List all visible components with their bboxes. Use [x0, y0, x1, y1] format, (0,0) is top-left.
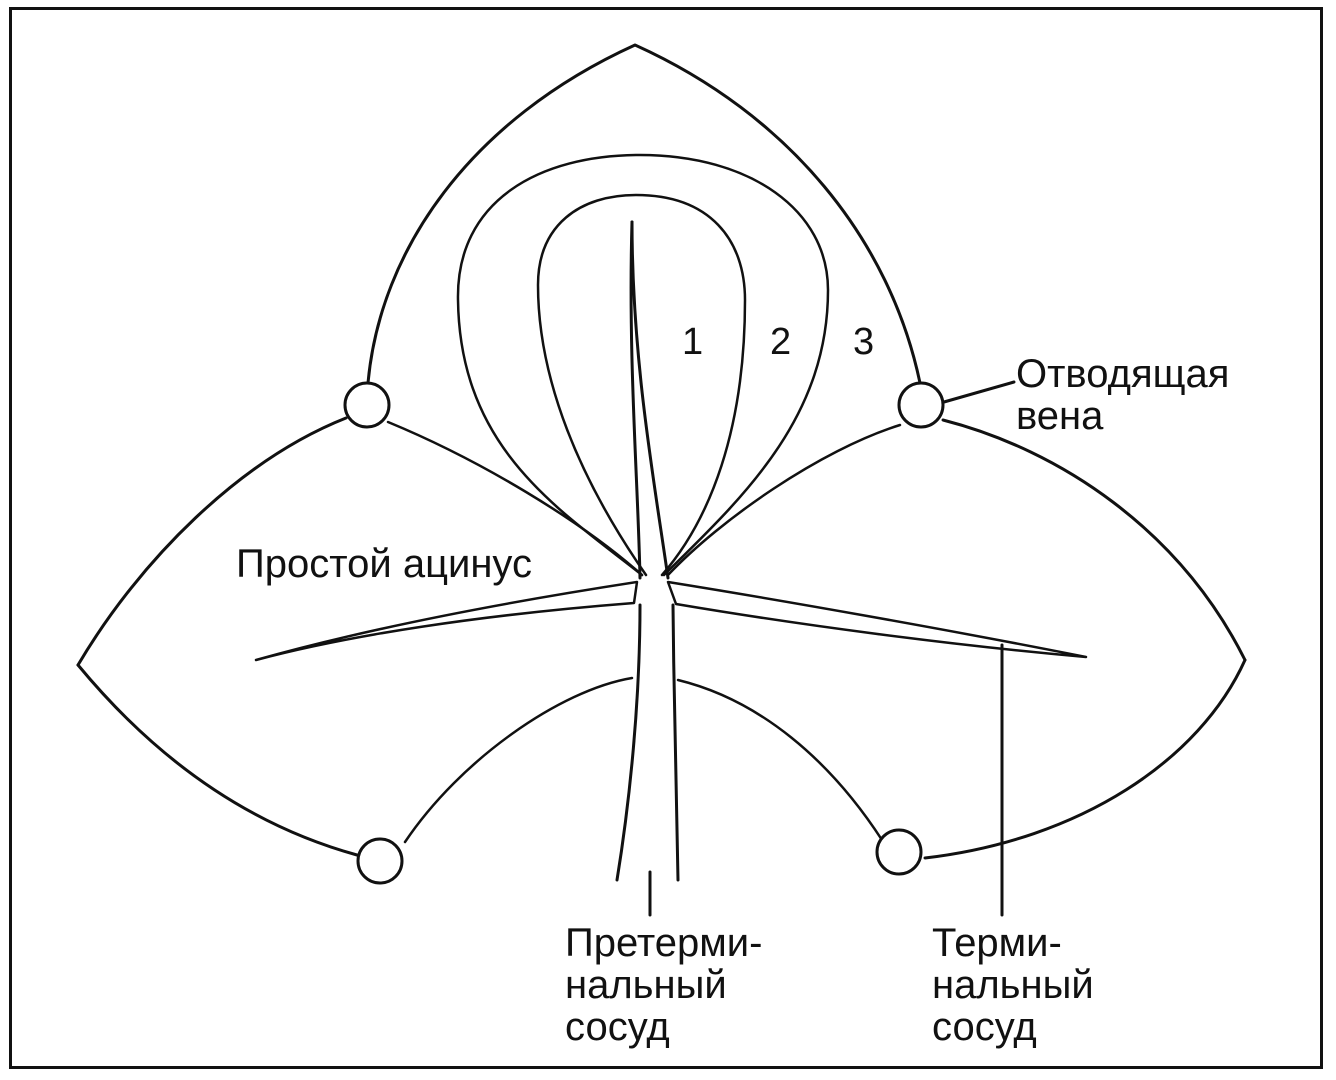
zone-2-loop	[456, 153, 830, 577]
vein-circle-bottom-left	[356, 837, 404, 885]
zone-2-label: 2	[770, 321, 792, 363]
preterminal-vessel-left-wall	[629, 220, 642, 580]
efferent-vein-label: Отводящая вена	[1016, 352, 1230, 438]
vein-circle-bottom-right	[875, 828, 923, 876]
right-lobe-lower-outline	[923, 658, 1247, 860]
preterminal-trunk-right-wall	[671, 603, 680, 882]
left-terminal-branch	[254, 580, 639, 662]
diagram-frame	[9, 7, 1323, 1069]
right-lobe-upper-outline	[941, 418, 1247, 662]
simple-acinus-label: Простой ацинус	[236, 542, 532, 586]
left-lobe-upper-outline	[76, 416, 348, 667]
preterminal-vessel-right-wall	[630, 220, 670, 580]
preterminal-trunk-left-wall	[615, 603, 642, 882]
left-lobe-lower-outline	[76, 663, 359, 857]
vein-circle-top-right	[897, 381, 945, 429]
top-lobe-outline	[366, 43, 922, 385]
zone-3-label: 3	[853, 321, 875, 363]
vein-circle-top-left	[343, 381, 391, 429]
zone-1-label: 1	[682, 321, 704, 363]
efferent-vein-leader-line	[942, 380, 1016, 404]
right-vein-link	[666, 423, 902, 577]
right-terminal-branch	[666, 580, 1088, 659]
preterminal-vessel-label: Претерми- нальный сосуд	[565, 921, 763, 1049]
lower-right-link	[676, 678, 884, 842]
zone-1-loop	[536, 193, 747, 577]
terminal-vessel-label: Терми- нальный сосуд	[932, 921, 1094, 1049]
lower-left-link	[403, 676, 634, 844]
